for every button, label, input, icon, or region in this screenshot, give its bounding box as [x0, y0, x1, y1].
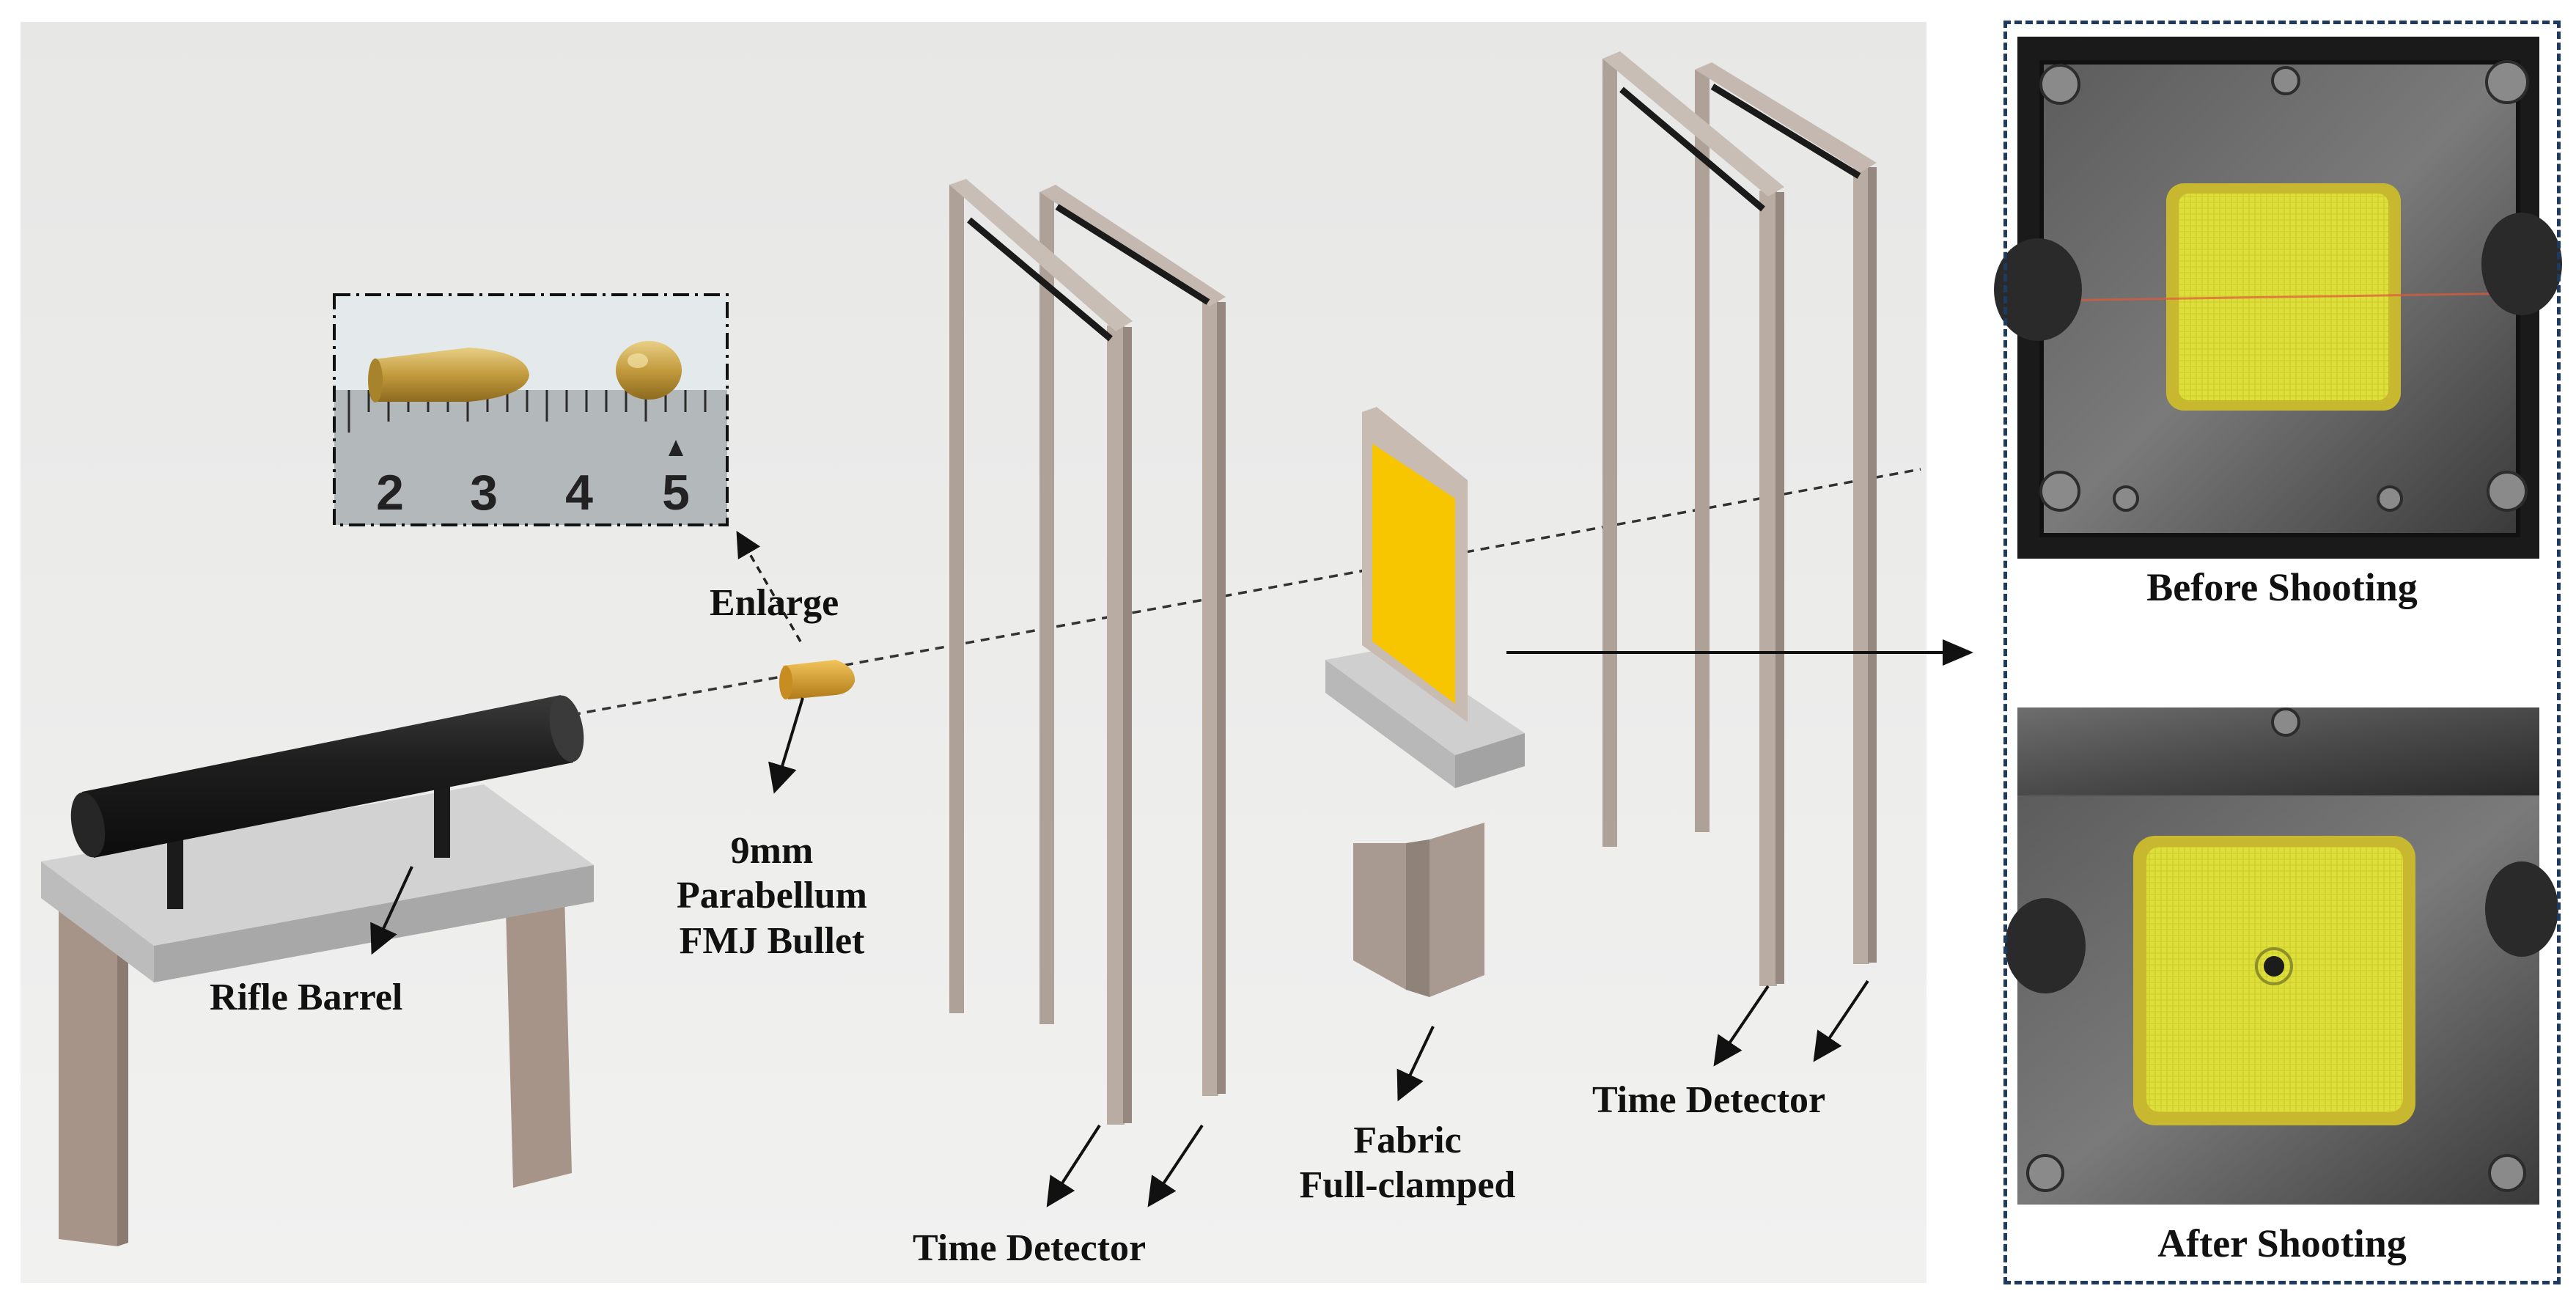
ruler-number-5: 5 — [662, 465, 690, 521]
bullet-label-arrow — [768, 697, 804, 794]
time-detector-arrow-3 — [1713, 985, 1770, 1067]
ruler-number-2: 2 — [376, 465, 404, 521]
fabric-arrow — [1396, 1026, 1435, 1102]
to-panel-arrow-head — [1943, 639, 1973, 666]
enlarge-arrow — [736, 530, 802, 642]
rifle-barrel — [70, 695, 584, 858]
barrel-support-left — [167, 821, 183, 909]
after-shooting-photo — [2005, 707, 2558, 1205]
fabric-label-line-1: Fabric — [1353, 1120, 1462, 1161]
time-detector-arrow-4 — [1813, 979, 1869, 1062]
time-detector-arrow-1 — [1046, 1124, 1101, 1207]
fabric-label-line-2: Full-clamped — [1299, 1164, 1516, 1207]
bullet-label-line-1: 9mm — [730, 830, 814, 872]
bullet-label-line-3: FMJ Bullet — [679, 919, 865, 962]
after-shooting-caption: After Shooting — [2157, 1221, 2407, 1265]
rifle-barrel-label: Rifle Barrel — [210, 977, 403, 1018]
fabric-sample — [1372, 444, 1455, 704]
time-detector-left — [949, 179, 1226, 1125]
time-detector-right-label: Time Detector — [1592, 1079, 1826, 1121]
enlarge-label: Enlarge — [710, 582, 839, 624]
before-shooting-photo — [1994, 37, 2562, 559]
fabric-label: Fabric Full-clamped — [1272, 1118, 1543, 1208]
bullet — [779, 660, 855, 699]
ruler-number-4: 4 — [565, 465, 593, 521]
barrel-support-right — [434, 777, 450, 858]
rifle-barrel-arrow — [370, 866, 413, 955]
shooting-results-panel — [2003, 21, 2561, 1284]
ruler-pointer-icon — [669, 440, 683, 456]
fabric-clamp-stand — [1325, 647, 1525, 997]
bullet-label-line-2: Parabellum — [677, 875, 867, 917]
time-detector-left-label: Time Detector — [913, 1227, 1147, 1269]
time-detector-arrow-2 — [1147, 1124, 1204, 1207]
time-detector-right — [1602, 51, 1877, 986]
bullet-label: 9mm Parabellum FMJ Bullet — [666, 828, 878, 963]
ruler-number-3: 3 — [470, 465, 498, 521]
bullet-inset-photo — [333, 293, 729, 526]
fabric-frame — [1362, 407, 1468, 722]
before-shooting-caption: Before Shooting — [2146, 565, 2418, 609]
